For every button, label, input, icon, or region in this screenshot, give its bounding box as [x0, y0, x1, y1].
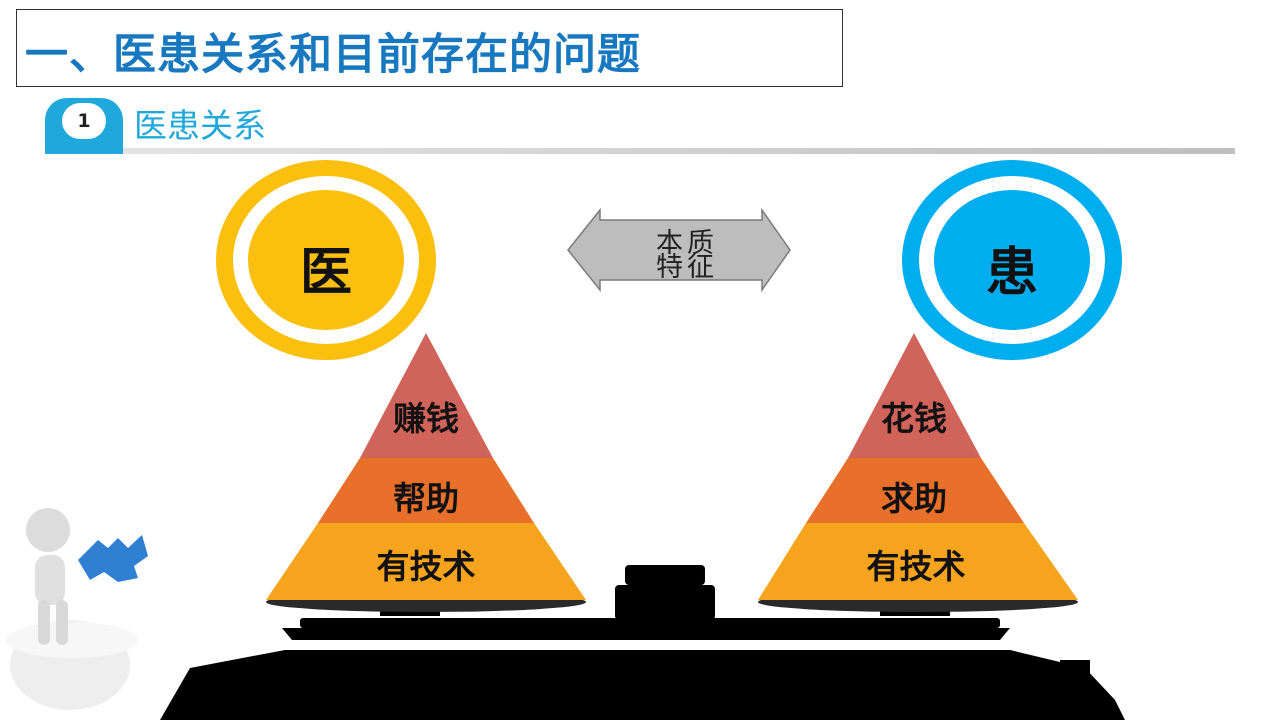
arrow-label-line1: 本质	[656, 228, 718, 259]
section-number: 1	[62, 103, 106, 139]
section-label: 医患关系	[134, 106, 266, 145]
right-tier-mid: 求助	[881, 479, 947, 518]
page-title: 一、医患关系和目前存在的问题	[25, 30, 641, 80]
right-pyramid-bottom	[758, 523, 1078, 600]
double-arrow-icon	[567, 207, 791, 293]
left-pyramid-top	[360, 333, 493, 458]
patient-char: 患	[985, 243, 1038, 303]
left-tier-top: 赚钱	[393, 399, 459, 438]
left-tier-mid: 帮助	[393, 479, 459, 518]
left-tier-bottom: 有技术	[376, 547, 476, 586]
right-pyramid-mid	[806, 458, 1024, 523]
doctor-circle-inner	[248, 190, 404, 330]
right-tier-top: 花钱	[881, 399, 947, 438]
doctor-char: 医	[299, 243, 352, 303]
left-pyramid-bottom	[266, 523, 586, 600]
right-pyramid-top	[848, 333, 981, 458]
title-box: 一、医患关系和目前存在的问题	[16, 9, 843, 87]
patient-circle-inner	[934, 190, 1090, 330]
balance-scale-icon	[160, 565, 1125, 720]
arrow-label-line2: 特征	[656, 252, 718, 283]
figure-with-puzzle-icon	[6, 508, 148, 710]
arrow-label: 本质 特征	[618, 228, 756, 283]
section-divider	[123, 148, 1235, 154]
left-pyramid-mid	[318, 458, 534, 523]
right-tier-bottom: 有技术	[866, 547, 966, 586]
